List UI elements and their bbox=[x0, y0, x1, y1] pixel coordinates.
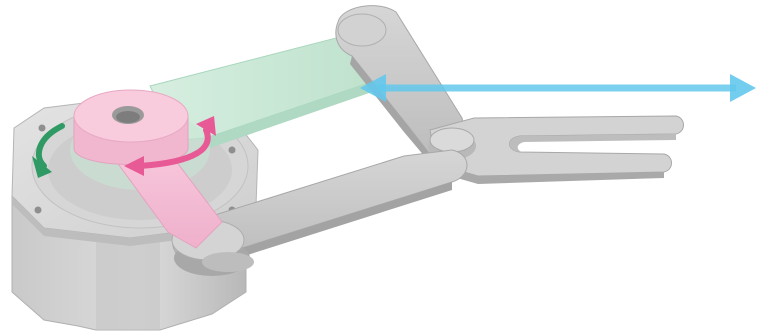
fork-edge bbox=[436, 164, 664, 184]
screw-hole-top-left bbox=[38, 124, 46, 132]
lower-pivot-cap bbox=[202, 252, 254, 272]
curved-double-arrow-head-top bbox=[196, 116, 216, 136]
fork-slot bbox=[509, 134, 676, 152]
curved-double-arrow-head-left bbox=[124, 156, 144, 176]
upper-arm-pivot bbox=[337, 13, 387, 47]
double-arrow-icon-left bbox=[360, 74, 386, 102]
shaft-hole-inner bbox=[116, 111, 140, 123]
green-link-side bbox=[206, 82, 372, 148]
screw-hole-bottom-left bbox=[34, 206, 42, 214]
lower-rod-edge bbox=[236, 182, 452, 258]
curved-arrow-icon bbox=[35, 123, 65, 169]
double-arrow-icon-right bbox=[730, 74, 756, 102]
fork-pivot bbox=[429, 127, 475, 153]
rotation-arrows bbox=[32, 116, 216, 178]
screw-hole-top-right bbox=[228, 146, 236, 154]
curved-double-arrow-icon bbox=[137, 127, 211, 169]
linear-motion-arrow bbox=[360, 74, 756, 102]
lower-connecting-rod bbox=[171, 149, 468, 276]
housing-front-dark bbox=[96, 232, 160, 330]
fork-slider bbox=[428, 115, 684, 184]
curved-arrow-head bbox=[32, 156, 52, 178]
